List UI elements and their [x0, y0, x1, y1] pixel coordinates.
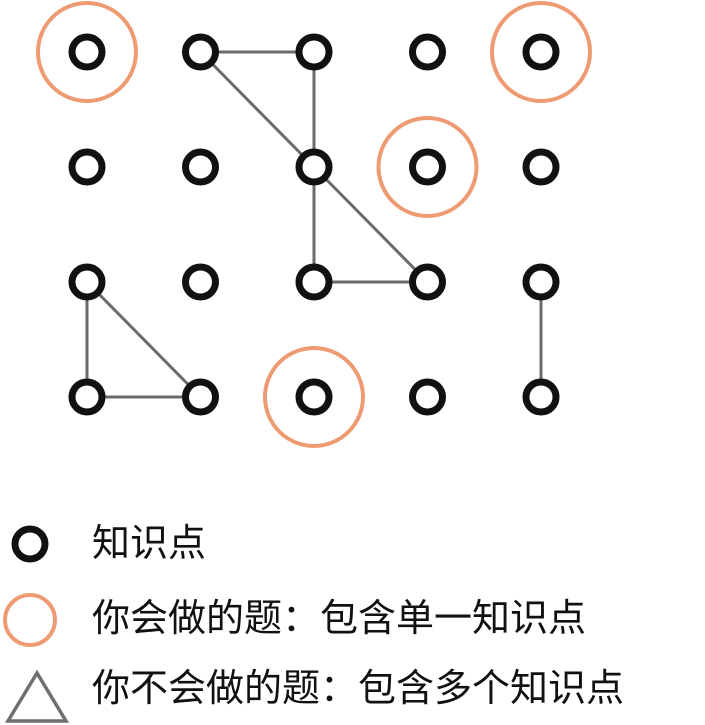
known-question-circle-n18	[263, 346, 365, 448]
nodes-layer	[68, 33, 560, 416]
legend-label-unknown-question: 你不会做的题：包含多个知识点	[92, 666, 625, 710]
known-question-circle-n5	[490, 1, 592, 103]
knowledge-point-node-n8	[295, 148, 333, 186]
knowledge-point-node-n14	[409, 263, 446, 301]
knowledge-point-node-n1	[68, 33, 106, 71]
known-question-legend-icon	[3, 593, 57, 647]
knowledge-point-node-n15	[522, 263, 560, 301]
knowledge-point-node-n18	[295, 378, 333, 416]
legend-row-knowledge-point: 知识点	[0, 510, 705, 580]
legend-label-knowledge-point: 知识点	[92, 521, 207, 565]
knowledge-point-node-n10	[522, 148, 560, 186]
knowledge-point-node-n7	[182, 148, 219, 186]
knowledge-point-node-n17	[182, 378, 219, 416]
edges-layer	[85, 50, 543, 399]
knowledge-point-node-n19	[409, 378, 446, 416]
knowledge-point-node-n13	[295, 263, 333, 301]
knowledge-point-node-n6	[68, 148, 106, 186]
knowledge-point-node-n20	[522, 378, 560, 416]
legend-row-unknown-question: 你不会做的题：包含多个知识点	[0, 655, 705, 725]
knowledge-point-node-n16	[68, 378, 106, 416]
known-question-circle-n1	[36, 1, 138, 103]
edge-n11-n17	[85, 280, 202, 399]
knowledge-point-node-n11	[68, 263, 106, 301]
legend-label-known-question: 你会做的题：包含单一知识点	[92, 596, 587, 640]
known-question-circle-n9	[376, 116, 479, 218]
knowledge-point-legend-icon	[11, 525, 49, 563]
knowledge-graph-diagram	[36, 1, 592, 448]
legend-row-known-question: 你会做的题：包含单一知识点	[0, 585, 705, 655]
knowledge-point-node-n2	[182, 33, 219, 71]
knowledge-point-node-n12	[182, 263, 219, 301]
unknown-question-legend-icon	[4, 669, 70, 723]
edge-n2-n8	[199, 50, 316, 169]
known-question-circles-layer	[36, 1, 592, 448]
knowledge-point-node-n9	[409, 148, 446, 186]
knowledge-point-node-n4	[409, 33, 446, 71]
edge-n8-n14	[312, 165, 429, 284]
knowledge-point-node-n3	[295, 33, 333, 71]
knowledge-point-node-n5	[522, 33, 560, 71]
